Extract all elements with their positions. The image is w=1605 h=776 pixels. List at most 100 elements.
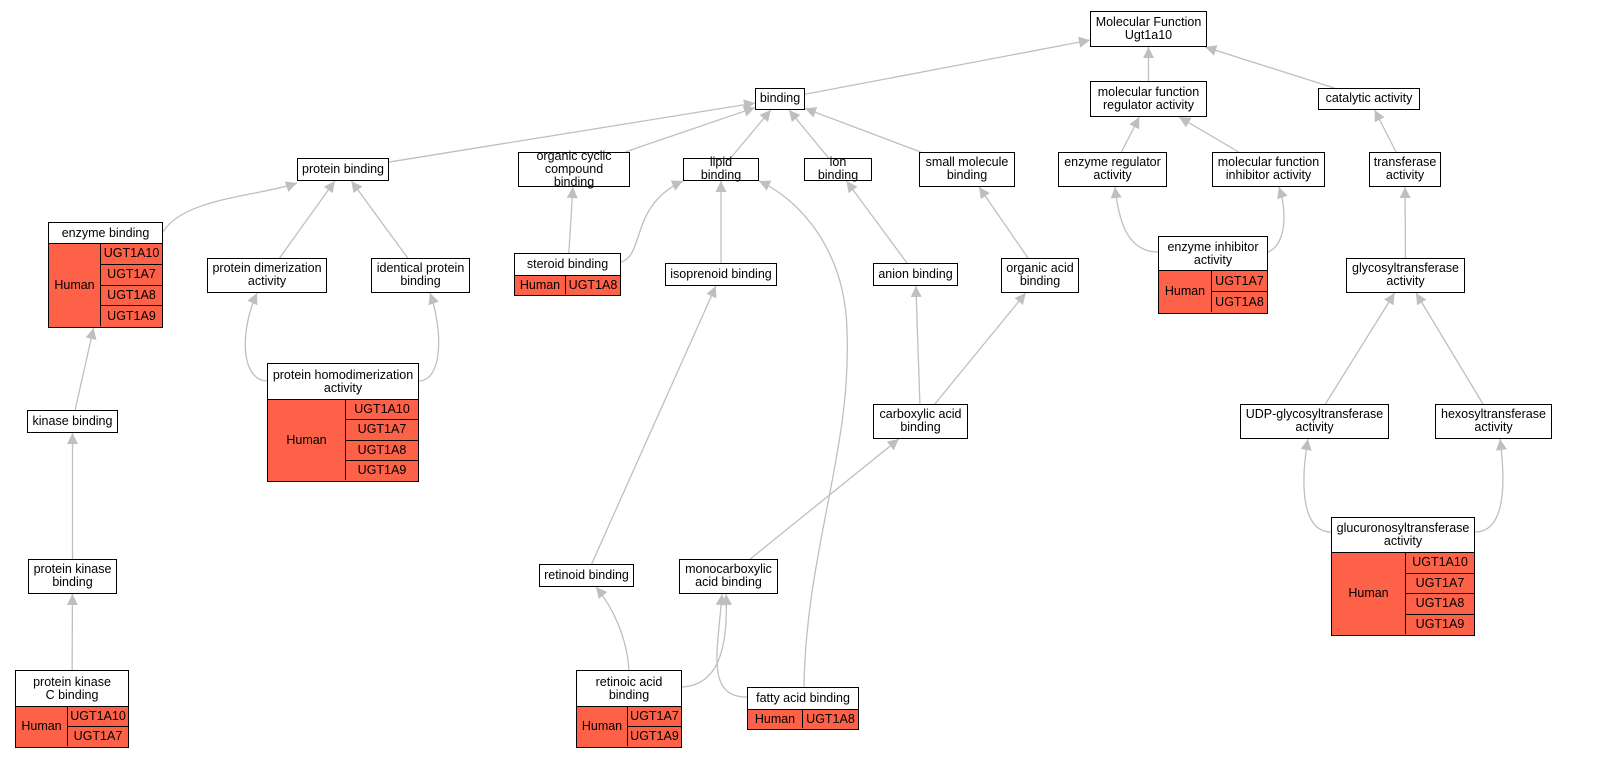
gene-cell[interactable]: UGT1A9 [346,459,418,480]
go-term-label-line: kinase binding [32,413,113,428]
gene-cell[interactable]: UGT1A8 [101,284,162,306]
edge-binding-to-mf [804,36,1091,95]
go-term-node-retinoid[interactable]: retinoid binding [539,564,634,587]
edge-line [681,593,727,688]
go-term-node-catalytic[interactable]: catalytic activity [1318,88,1420,110]
edge-arrowhead [1205,45,1218,56]
edge-homodimer-to-dimer [244,292,268,382]
gene-cell[interactable]: UGT1A10 [354,402,410,417]
go-term-label-line: small molecule [925,155,1009,170]
go-term-label-line: enzyme regulator [1064,155,1161,170]
go-term-label-line: ion binding [817,155,859,183]
edge-line [934,292,1027,405]
gene-cell[interactable]: UGT1A7 [1215,273,1264,288]
gene-cell[interactable]: UGT1A7 [101,263,162,285]
species-cell: Human [16,707,68,747]
go-term-label-line: enzyme binding [61,225,150,240]
edge-arrowhead [805,107,818,118]
gene-cell[interactable]: UGT1A8 [806,711,855,726]
gene-cell[interactable]: UGT1A8 [346,439,418,460]
go-term-label-line: activity [323,380,363,395]
go-term-label-line: binding [759,91,801,106]
go-term-label-line: steroid binding [526,257,609,271]
go-term-label-line: identical protein [376,261,465,276]
edge-line [845,180,908,264]
edge-arrowhead [428,293,439,306]
go-term-node-lipid[interactable]: lipid binding [683,156,759,182]
go-term-label-line: carboxylic acid [879,407,962,422]
edge-line [1474,438,1504,533]
gene-cell[interactable]: UGT1A9 [101,305,162,326]
edge-arrowhead [759,110,771,122]
go-term-node-binding[interactable]: binding [755,88,805,110]
gene-cell[interactable]: UGT1A8 [1212,291,1267,312]
gene-cell[interactable]: UGT1A10 [103,246,160,261]
gene-cell[interactable]: UGT1A9 [1406,613,1474,635]
go-term-node-protbind[interactable]: protein binding [297,158,389,181]
edge-line [978,186,1029,259]
go-term-node-kinase[interactable]: kinase binding [27,410,118,433]
edge-enzreg-to-mfra [1120,116,1140,153]
go-term-label-line: activity [1295,420,1334,435]
gene-cell[interactable]: UGT1A9 [628,726,681,746]
gene-cell[interactable]: UGT1A7 [68,726,128,746]
gene-cell[interactable]: UGT1A7 [1406,572,1474,594]
edge-arrowhead [1384,293,1395,306]
gene-cell[interactable]: UGT1A7 [346,419,418,439]
gene-cell[interactable]: UGT1A10 [1412,555,1468,570]
gene-cell[interactable]: UGT1A8 [1406,593,1474,614]
go-term-label-line: organic acid [1006,261,1074,276]
edge-line [1205,46,1335,89]
gene-cell[interactable]: UGT1A8 [568,277,618,292]
edge-arrowhead [886,439,899,451]
go-term-node-anion[interactable]: anion binding [873,263,958,286]
go-term-node-isoprenoid[interactable]: isoprenoid binding [665,263,777,286]
go-term-node-ion[interactable]: ion binding [804,155,872,183]
edge-carboxylic-to-anion [910,285,922,405]
edge-arrowhead [706,286,717,299]
go-term-label-line: activity [1093,168,1132,183]
edge-arrowhead [1277,187,1288,200]
species-cell: Human [748,710,803,729]
gene-cell[interactable]: UGT1A10 [70,709,126,724]
edge-transferase-to-catalytic [1374,109,1397,153]
gene-cell[interactable]: UGT1A7 [630,709,679,724]
edge-pkc-to-protkinase [66,593,78,671]
